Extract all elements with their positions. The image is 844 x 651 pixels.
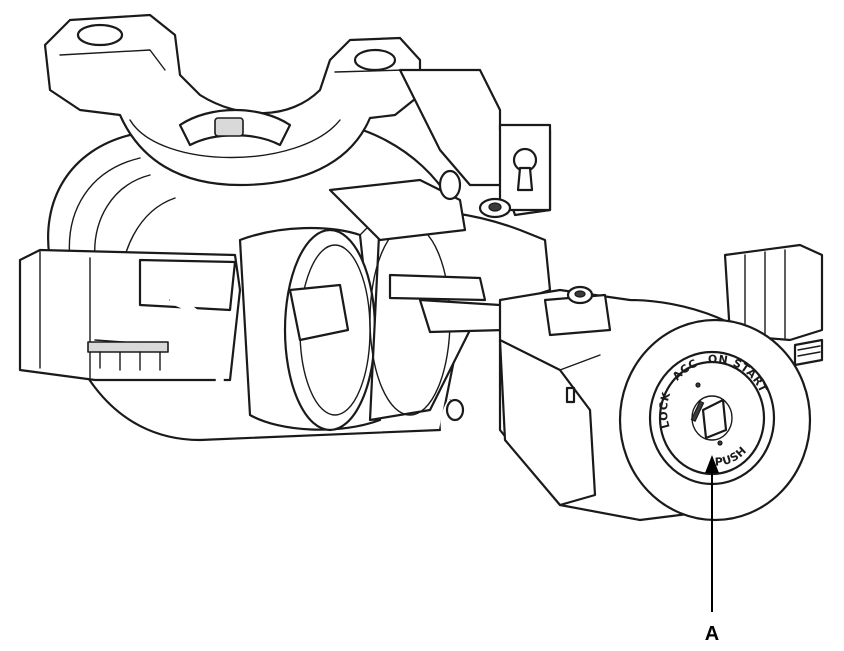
keyhole-bracket [398,68,552,219]
wire-harness [168,296,681,509]
callout-label: A [705,623,719,645]
left-connector [18,248,242,382]
key-cylinder: LOCK ACC ON START PUSH [618,318,812,522]
upper-mounting-bracket [43,13,422,187]
right-connector [723,243,824,367]
callout-arrowhead [705,455,719,473]
callout-a: A [705,455,719,645]
lock-housing [238,169,552,432]
